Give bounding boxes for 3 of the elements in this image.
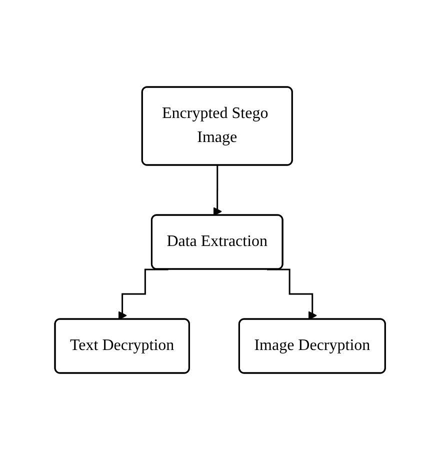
arrow <box>118 268 168 320</box>
arrow <box>213 164 222 216</box>
arrow <box>266 268 317 320</box>
